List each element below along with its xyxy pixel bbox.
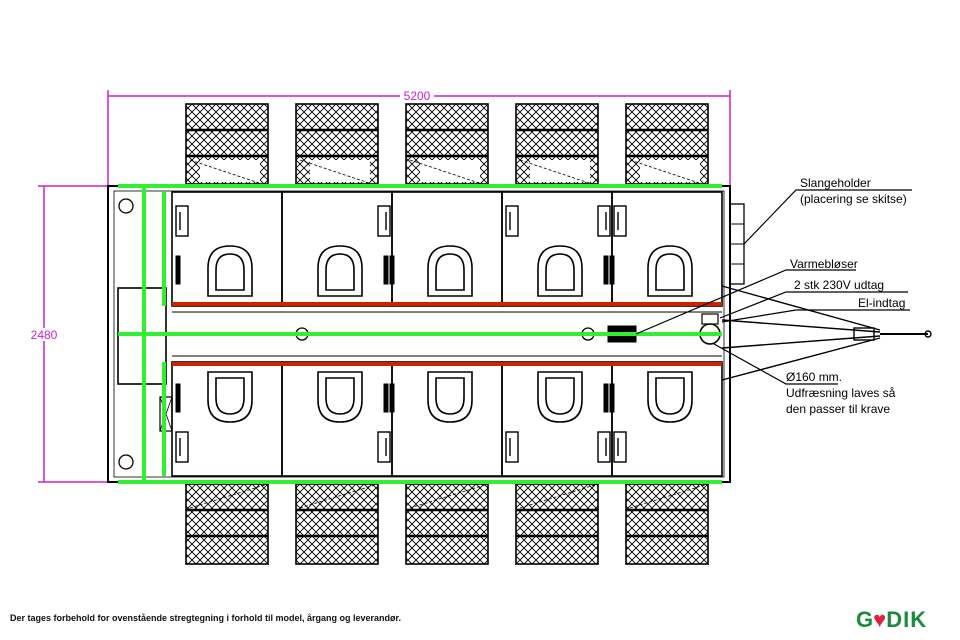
urinals <box>175 255 615 413</box>
note-el-indtag: El-indtag <box>858 296 905 310</box>
steps-top <box>185 103 709 187</box>
steps-bottom <box>185 483 709 565</box>
toilets-top <box>207 245 693 297</box>
note-pipe-size: Ø160 mm. <box>786 370 842 384</box>
note-udtag: 2 stk 230V udtag <box>794 278 884 292</box>
water-pipes <box>118 184 722 484</box>
heater-lines <box>172 302 722 366</box>
note-pipe-collar: den passer til krave <box>786 402 890 416</box>
dimension-width-label: 5200 <box>404 89 431 103</box>
tow-bar <box>721 285 932 381</box>
dimension-height: 2480 <box>28 185 112 483</box>
footer-disclaimer: Der tages forbehold for ovenstående stre… <box>10 613 402 623</box>
brand-logo: G ♥ DIK <box>856 607 927 633</box>
leader-lines <box>635 189 912 385</box>
note-pipe-milling: Udfræsning laves så <box>786 386 896 400</box>
note-slangeholder-sub: (placering se skitse) <box>800 192 907 206</box>
toilets-bottom <box>207 371 693 423</box>
dimension-height-label: 2480 <box>31 328 58 342</box>
logo-text-left: G <box>856 607 875 632</box>
heart-icon: ♥ <box>873 607 888 632</box>
note-slangeholder: Slangeholder <box>800 176 871 190</box>
note-varmeblaeser: Varmebløser <box>790 257 858 271</box>
dimension-width: 5200 <box>107 89 731 186</box>
sinks <box>175 205 627 463</box>
logo-text-right: DIK <box>886 607 928 632</box>
